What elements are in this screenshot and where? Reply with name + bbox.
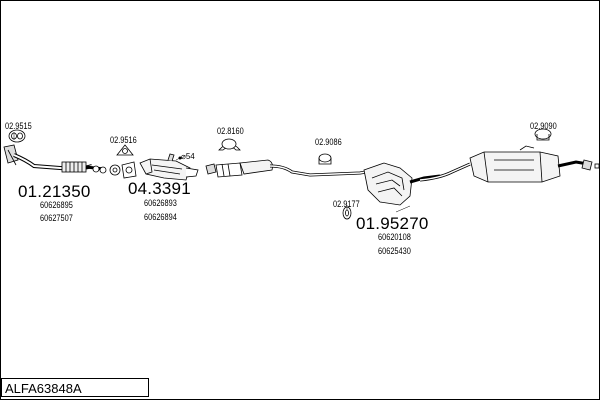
clamp-9086-icon (318, 153, 332, 165)
part-label-8160: 02.8160 (217, 126, 244, 136)
part-label-9516: 02.9516 (110, 135, 137, 145)
title-box: ALFA63848A (1, 378, 149, 397)
ref-number: 60627507 (40, 213, 73, 223)
leader-lines (175, 157, 411, 213)
assembly-number-front: 01.21350 (18, 182, 91, 201)
part-label-9086: 02.9086 (315, 137, 342, 147)
part-label-9177: 02.9177 (333, 199, 360, 209)
rear-pipe (419, 162, 471, 182)
catalytic-converter (139, 153, 199, 181)
assembly-number-rear: 01.95270 (356, 214, 429, 233)
rear-silencer (469, 145, 600, 183)
ref-number: 60626895 (40, 200, 73, 210)
diagram-title: ALFA63848A (5, 381, 82, 396)
ref-number: 60626894 (144, 212, 177, 222)
clamp-9090-icon (534, 128, 552, 141)
mid-pipe (205, 138, 367, 178)
tag-54-label: ⌀54 (181, 152, 195, 161)
front-pipe (3, 144, 107, 174)
gasket-9516-icon (116, 144, 134, 156)
ref-number: 60626893 (144, 198, 177, 208)
middle-silencer (363, 162, 441, 206)
catalyst-connector (109, 161, 137, 179)
ref-number: 60625430 (378, 246, 411, 256)
part-label-9090: 02.9090 (530, 121, 557, 131)
ref-number: 60620108 (378, 232, 411, 242)
assembly-number-catalyst: 04.3391 (128, 179, 191, 198)
part-label-9515: 02.9515 (5, 121, 32, 131)
clamp-9515-icon (8, 129, 26, 143)
